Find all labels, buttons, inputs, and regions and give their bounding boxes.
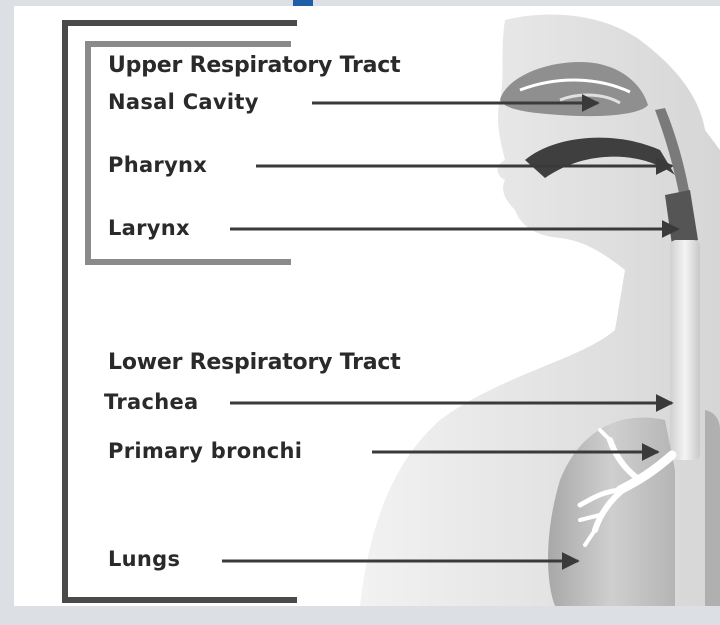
lower-tract-heading: Lower Respiratory Tract bbox=[108, 352, 401, 374]
label-primary-bronchi: Primary bronchi bbox=[108, 441, 302, 462]
frame-top bbox=[0, 0, 720, 6]
label-pharynx: Pharynx bbox=[108, 155, 207, 176]
lung-shape-right bbox=[705, 410, 720, 606]
trachea-shape bbox=[670, 240, 700, 460]
label-larynx: Larynx bbox=[108, 218, 190, 239]
label-trachea: Trachea bbox=[104, 392, 198, 413]
label-nasal-cavity: Nasal Cavity bbox=[108, 92, 259, 113]
frame-left bbox=[0, 0, 14, 625]
upper-tract-heading: Upper Respiratory Tract bbox=[108, 55, 400, 77]
label-lungs: Lungs bbox=[108, 549, 180, 570]
accent-mark bbox=[293, 0, 313, 6]
frame-bottom bbox=[0, 606, 720, 625]
